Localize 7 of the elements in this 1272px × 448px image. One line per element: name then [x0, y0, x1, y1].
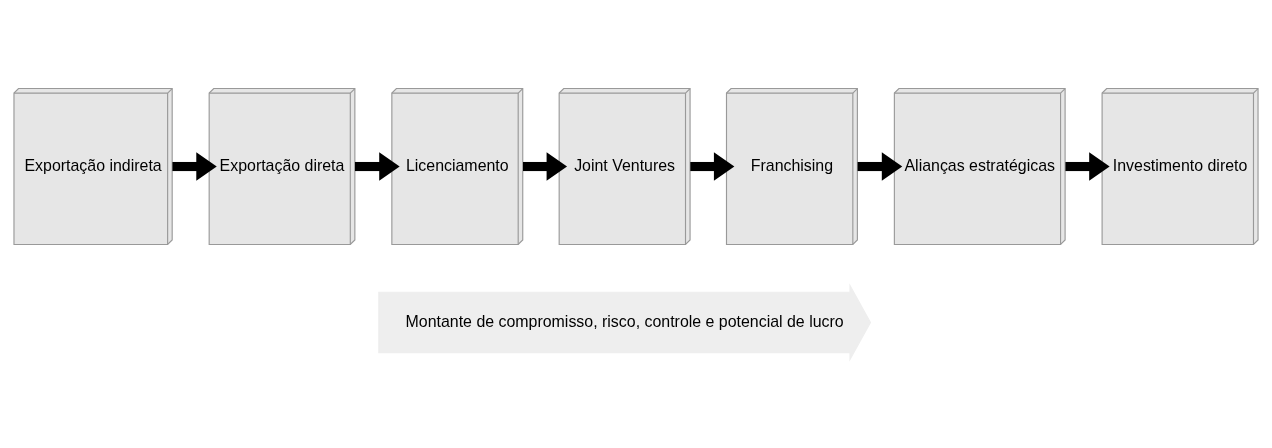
arrow	[690, 152, 735, 181]
arrow	[354, 152, 400, 181]
arrow	[523, 152, 568, 181]
arrow	[172, 152, 217, 181]
arrow	[1065, 152, 1110, 181]
arrow	[857, 152, 903, 181]
label: Montante de compromisso, risco, controle e potencial de lucro	[405, 312, 844, 330]
